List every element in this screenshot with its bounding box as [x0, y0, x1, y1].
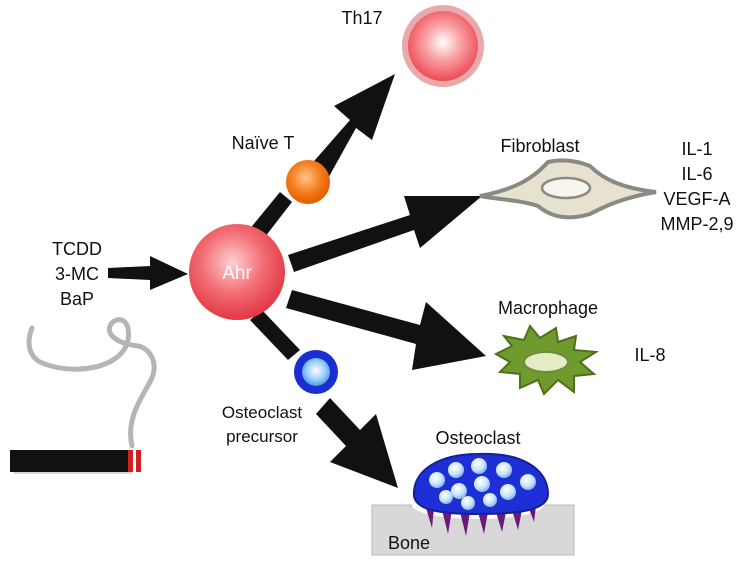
bone-label: Bone	[388, 533, 430, 553]
inducer-bap: BaP	[60, 289, 94, 309]
precursor-label-line1: Osteoclast	[222, 403, 303, 422]
output-il8: IL-8	[634, 345, 665, 365]
osteoclast-nuclei	[429, 458, 536, 510]
arrow-ahr-to-macrophage	[286, 290, 486, 370]
inducer-tcdd: TCDD	[52, 239, 102, 259]
output-il1: IL-1	[681, 139, 712, 159]
macrophage-label: Macrophage	[498, 298, 598, 318]
fibroblast-outputs: IL-1 IL-6 VEGF-A MMP-2,9	[660, 139, 733, 234]
naive-t-node: Naïve T	[232, 133, 330, 204]
naive-t-label: Naïve T	[232, 133, 295, 153]
output-mmp29: MMP-2,9	[660, 214, 733, 234]
fibroblast-cell: Fibroblast	[479, 136, 657, 220]
ahr-label: Ahr	[222, 263, 252, 284]
cigarette-icon	[10, 317, 157, 474]
osteoclast-cell: Osteoclast	[412, 428, 550, 516]
osteoclast-precursor-node: Osteoclast precursor	[222, 350, 338, 446]
th17-node: Th17	[341, 5, 484, 87]
precursor-label-line2: precursor	[226, 427, 298, 446]
arrow-precursor-to-osteoclast	[316, 398, 398, 488]
arrow-ahr-to-fibroblast	[288, 196, 482, 272]
arrow-naive-t-to-th17	[308, 74, 395, 182]
macrophage-cell: Macrophage IL-8	[493, 298, 666, 396]
th17-label: Th17	[341, 8, 382, 28]
resorption-spikes	[426, 506, 536, 536]
output-il6: IL-6	[681, 164, 712, 184]
output-vegfa: VEGF-A	[663, 189, 730, 209]
smoke-icon	[26, 317, 157, 449]
arrows	[108, 74, 486, 488]
fibroblast-label: Fibroblast	[500, 136, 579, 156]
connector-ahr-to-precursor	[250, 310, 300, 360]
arrow-inducers-to-ahr	[108, 256, 188, 290]
inducers-label: TCDD 3-MC BaP	[52, 239, 102, 309]
osteoclast-label: Osteoclast	[435, 428, 520, 448]
ahr-node: Ahr	[189, 224, 285, 320]
inducer-3mc: 3-MC	[55, 264, 99, 284]
